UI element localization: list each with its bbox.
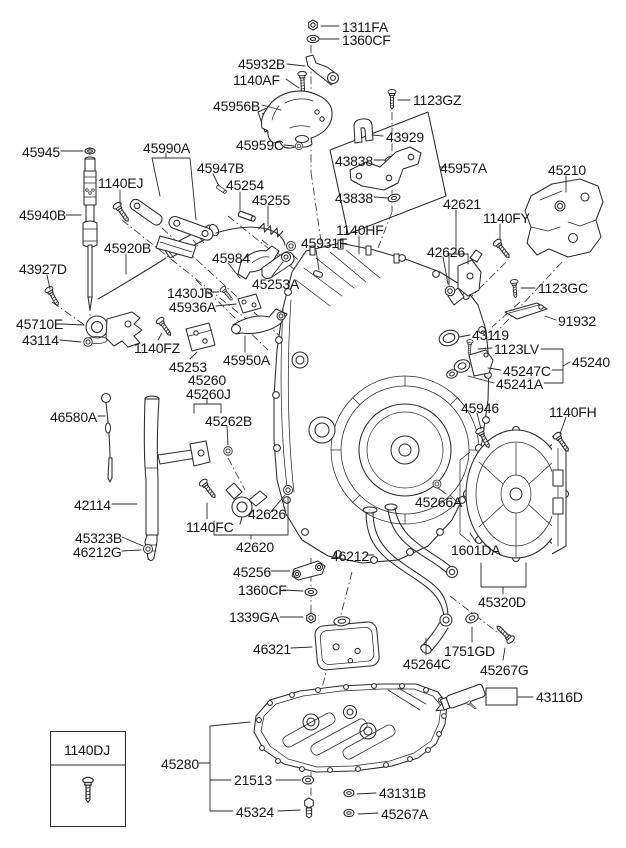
part-label-45260j-43: 45260J bbox=[186, 386, 231, 402]
part-label-45255-17: 45255 bbox=[252, 192, 290, 208]
part-label-45710e-32: 45710E bbox=[16, 316, 64, 332]
pan-hardware-drawing bbox=[301, 775, 355, 819]
part-label-42114-49: 42114 bbox=[74, 497, 111, 513]
oil-pipes-drawing bbox=[362, 503, 459, 654]
part-label-45984-25: 45984 bbox=[212, 250, 250, 266]
part-label-46212g-54: 46212G bbox=[73, 544, 122, 560]
part-label-45266a-48: 45266A bbox=[415, 494, 463, 510]
part-label-45323b-52: 45323B bbox=[75, 530, 123, 546]
part-label-1123gc-28: 1123GC bbox=[538, 280, 588, 296]
part-label-1360cf-1: 1360CF bbox=[342, 32, 391, 48]
part-label-43114-34: 43114 bbox=[22, 332, 59, 348]
switch-bracket-group bbox=[329, 111, 447, 235]
part-label-45946-44: 45946 bbox=[461, 400, 499, 416]
part-label-1339ga-60: 1339GA bbox=[229, 609, 280, 625]
part-label-45957a-12: 45957A bbox=[440, 160, 488, 176]
part-label-45267g-64: 45267G bbox=[480, 662, 529, 678]
part-label-45950a-38: 45950A bbox=[223, 352, 271, 368]
part-label-1140af-3: 1140AF bbox=[233, 72, 280, 88]
part-label-1360cf-58: 1360CF bbox=[238, 582, 287, 598]
part-label-1601da-56: 1601DA bbox=[451, 542, 501, 558]
left-side-parts bbox=[43, 147, 143, 348]
part-label-43838-10: 43838 bbox=[335, 153, 373, 169]
part-label-43927d-26: 43927D bbox=[19, 261, 67, 277]
part-label-45253-39: 45253 bbox=[169, 359, 207, 375]
part-label-43929-6: 43929 bbox=[386, 129, 424, 145]
part-label-1430jb-29: 1430JB bbox=[167, 285, 214, 301]
bracket-links-45990A bbox=[111, 198, 214, 259]
part-label-45254-15: 45254 bbox=[226, 177, 264, 193]
part-label-1311fa-0: 1311FA bbox=[342, 19, 389, 35]
part-label-43131b-69: 43131B bbox=[379, 785, 427, 801]
part-label-1140fy-20: 1140FY bbox=[483, 210, 530, 226]
part-label-1140fh-45: 1140FH bbox=[549, 404, 597, 420]
top-hardware-drawing bbox=[297, 19, 397, 110]
part-label-46580a-46: 46580A bbox=[50, 409, 98, 425]
part-label-45990a-8: 45990A bbox=[143, 140, 191, 156]
part-label-45210-13: 45210 bbox=[548, 162, 586, 178]
part-label-45320d-59: 45320D bbox=[478, 594, 526, 610]
part-label-42621-18: 42621 bbox=[443, 196, 481, 212]
part-label-45947b-11: 45947B bbox=[197, 160, 245, 176]
part-label-43838-16: 43838 bbox=[335, 190, 373, 206]
part-label-1123gz-4: 1123GZ bbox=[413, 92, 462, 108]
part-label-45264c-63: 45264C bbox=[403, 656, 451, 672]
part-label-1140hf-21: 1140HF bbox=[336, 222, 384, 238]
part-label-45280-67: 45280 bbox=[161, 756, 199, 772]
legend-box bbox=[49, 730, 127, 828]
oil-pan-drawing bbox=[253, 683, 448, 773]
part-label-45932b-2: 45932B bbox=[238, 56, 286, 72]
pulse-generator-parts bbox=[197, 446, 293, 525]
part-label-43119-33: 43119 bbox=[472, 327, 509, 343]
part-label-45920b-23: 45920B bbox=[104, 240, 152, 256]
mounting-bracket-45210 bbox=[524, 178, 604, 258]
leader-lines bbox=[46, 25, 571, 815]
part-label-45940b-19: 45940B bbox=[19, 207, 67, 223]
oil-filter-drawing bbox=[314, 616, 380, 671]
part-label-45247c-40: 45247C bbox=[503, 363, 551, 379]
part-label-46212-55: 46212 bbox=[331, 548, 369, 564]
part-label-45267a-71: 45267A bbox=[381, 806, 429, 822]
part-label-91932-31: 91932 bbox=[558, 313, 596, 329]
part-label-45956b-5: 45956B bbox=[213, 98, 261, 114]
part-label-45260-41: 45260 bbox=[188, 372, 226, 388]
part-label-1140fc-51: 1140FC bbox=[186, 519, 234, 535]
right-side-parts bbox=[432, 237, 573, 489]
part-label-45936a-30: 45936A bbox=[169, 299, 217, 315]
converter-cover-drawing bbox=[459, 425, 570, 563]
inhibitor-switch-drawing bbox=[257, 90, 333, 150]
part-label-1751gd-62: 1751GD bbox=[444, 643, 495, 659]
part-label-1140dj-66: 1140DJ bbox=[64, 742, 111, 758]
lower-right-hardware bbox=[435, 612, 518, 712]
part-label-45931f-22: 45931F bbox=[301, 235, 348, 251]
part-label-43116d-65: 43116D bbox=[536, 689, 583, 705]
part-label-1123lv-35: 1123LV bbox=[494, 341, 539, 357]
part-label-1140ej-14: 1140EJ bbox=[98, 175, 144, 191]
part-label-1140fz-36: 1140FZ bbox=[134, 340, 181, 356]
dipstick-and-tube bbox=[100, 392, 211, 562]
part-label-45241a-42: 45241A bbox=[496, 376, 544, 392]
part-label-21513-68: 21513 bbox=[234, 772, 272, 788]
part-label-45240-37: 45240 bbox=[572, 354, 610, 370]
part-label-45959c-7: 45959C bbox=[236, 137, 284, 153]
part-label-46321-61: 46321 bbox=[253, 641, 291, 657]
part-label-45262b-47: 45262B bbox=[205, 413, 253, 429]
lower-center-hardware bbox=[291, 560, 326, 624]
detent-parts bbox=[154, 184, 324, 352]
part-label-42626-24: 42626 bbox=[427, 244, 465, 260]
part-label-45324-70: 45324 bbox=[236, 804, 274, 820]
part-label-45253a-27: 45253A bbox=[252, 276, 300, 292]
part-label-45256-57: 45256 bbox=[233, 564, 271, 580]
part-label-42626-50: 42626 bbox=[248, 506, 286, 522]
part-label-42620-53: 42620 bbox=[236, 539, 274, 555]
part-label-45945-9: 45945 bbox=[22, 144, 60, 160]
